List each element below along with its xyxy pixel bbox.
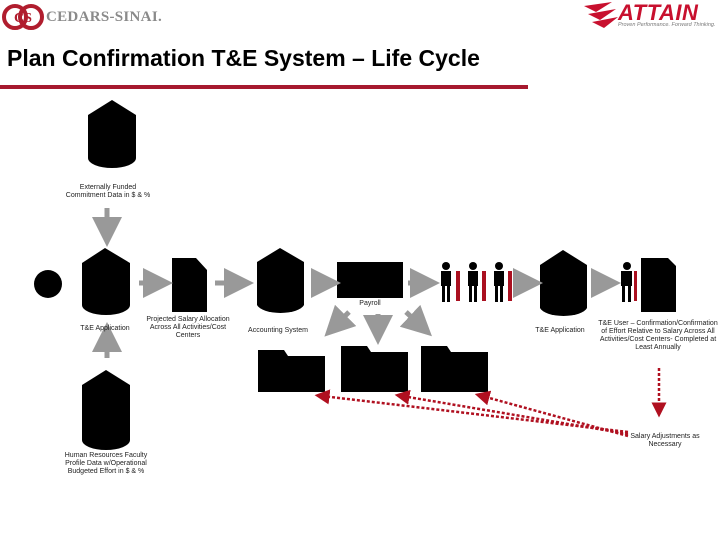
attain-logo: ATTAIN Proven Performance. Forward Think… xyxy=(582,0,718,32)
label-accounting: Accounting System xyxy=(248,327,308,334)
arrow-payroll-to-folder1 xyxy=(324,304,357,337)
logo-left-mark: CS xyxy=(14,11,32,26)
arrow-payroll-to-folder3 xyxy=(399,304,432,337)
users-group-icon xyxy=(441,262,512,302)
logo-right-tagline: Proven Performance. Forward Thinking. xyxy=(618,22,716,28)
logo-right-text: ATTAIN xyxy=(618,0,699,25)
dashed-arrow-salary-to-folder2 xyxy=(394,389,629,436)
label-projected: Projected Salary Allocation Across All A… xyxy=(146,316,230,339)
output-folder-3-icon xyxy=(421,346,488,392)
hr-database-icon xyxy=(82,370,130,450)
top-database-icon xyxy=(88,100,136,168)
label-top-database: Externally Funded Commitment Data in $ &… xyxy=(65,184,151,199)
cedars-sinai-logo: CS CEDARS-SINAI. xyxy=(2,4,162,30)
label-te-user: T&E User – Confirmation/Confirmation of … xyxy=(598,320,718,351)
te-user-document-icon xyxy=(641,258,676,312)
label-te-app-left: T&E Application xyxy=(80,325,130,332)
title-divider xyxy=(0,85,528,89)
te-app-right-database-icon xyxy=(540,250,587,316)
cs-monogram-icon: CS xyxy=(2,4,44,30)
label-te-app-right: T&E Application xyxy=(535,327,585,334)
accounting-database-icon xyxy=(257,248,304,313)
dashed-arrow-salary-to-folder3 xyxy=(474,390,629,438)
logo-left-text: CEDARS-SINAI. xyxy=(46,9,163,25)
label-payroll: Payroll xyxy=(359,300,381,307)
attain-swoosh-icon xyxy=(584,2,618,28)
single-user-icon xyxy=(621,262,637,302)
output-folder-1-icon xyxy=(258,350,325,392)
payroll-box xyxy=(337,262,403,298)
te-app-left-database-icon xyxy=(82,248,130,315)
output-folder-2-icon xyxy=(341,346,408,392)
label-salary-adjustments: Salary Adjustments as Necessary xyxy=(630,433,700,448)
projected-document-icon xyxy=(172,258,207,312)
start-node-icon xyxy=(34,270,62,298)
page-title: Plan Confirmation T&E System – Life Cycl… xyxy=(7,45,480,71)
label-hr: Human Resources Faculty Profile Data w/O… xyxy=(64,452,148,475)
